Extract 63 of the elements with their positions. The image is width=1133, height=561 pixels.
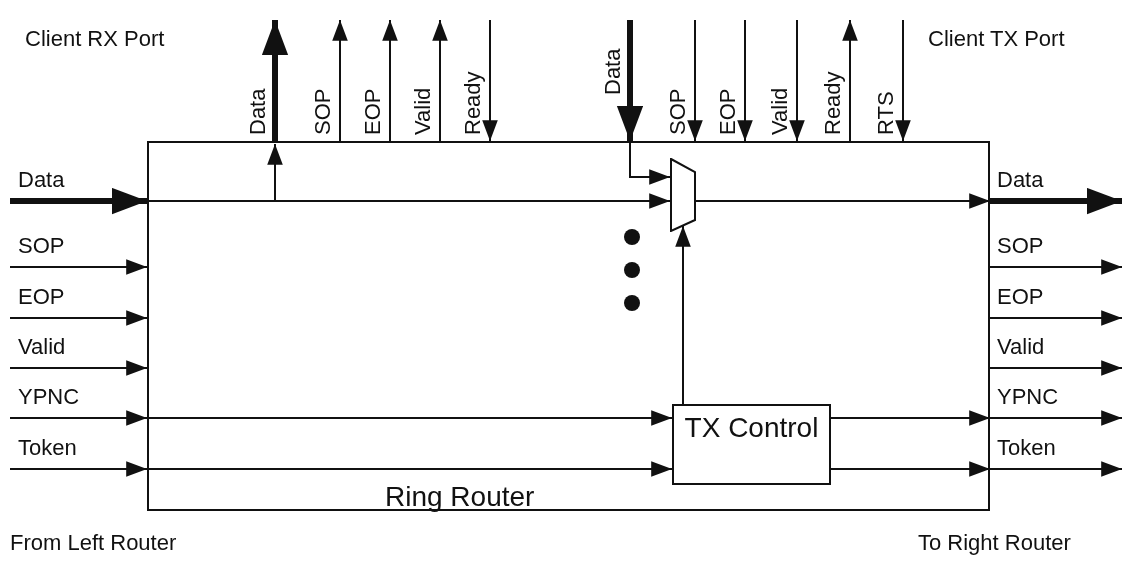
signal-label: EOP <box>362 88 384 135</box>
signal-label: SOP <box>667 88 689 135</box>
arrow <box>146 461 673 477</box>
arrow <box>146 193 671 209</box>
signal-label: SOP <box>18 235 65 257</box>
signal-label: YPNC <box>18 386 80 408</box>
arrow <box>989 310 1123 326</box>
multiplexer-symbol <box>670 158 696 232</box>
signal-label: EOP <box>717 88 739 135</box>
arrow <box>989 461 1123 477</box>
signal-label: Data <box>997 169 1044 191</box>
box-label: TX Control <box>683 411 820 445</box>
arrow <box>789 19 805 142</box>
signal-label: Data <box>602 48 624 95</box>
signal-label: Data <box>247 88 269 135</box>
signal-label: Valid <box>769 87 791 135</box>
arrow <box>9 360 148 376</box>
arrow <box>830 410 991 426</box>
arrow <box>895 19 911 142</box>
signal-label: RTS <box>875 91 897 135</box>
arrow <box>10 187 147 215</box>
arrow <box>9 410 148 426</box>
process-box <box>672 404 831 485</box>
arrow <box>482 19 498 142</box>
arrow <box>989 410 1123 426</box>
arrow <box>989 360 1123 376</box>
signal-label: YPNC <box>997 386 1059 408</box>
arrow <box>432 19 448 142</box>
arrow <box>737 19 753 142</box>
arrow <box>687 19 703 142</box>
arrow <box>830 461 991 477</box>
signal-label: EOP <box>18 286 65 308</box>
signal-label: Valid <box>18 336 66 358</box>
arrow <box>675 225 691 405</box>
arrow <box>261 20 289 141</box>
arrow <box>990 187 1122 215</box>
arrow <box>9 310 148 326</box>
signal-label: Ready <box>822 71 844 135</box>
signal-label: Data <box>18 169 65 191</box>
signal-label: Token <box>18 437 77 459</box>
signal-label: Ready <box>462 71 484 135</box>
signal-label: Valid <box>997 336 1045 358</box>
signal-label: SOP <box>312 88 334 135</box>
signal-label: Valid <box>412 87 434 135</box>
box-title: Ring Router <box>385 483 535 511</box>
arrow <box>629 140 671 185</box>
port-caption: To Right Router <box>918 532 1071 554</box>
arrow <box>146 410 673 426</box>
arrow <box>989 259 1123 275</box>
signal-label: EOP <box>997 286 1044 308</box>
arrow <box>9 259 148 275</box>
signal-label: SOP <box>997 235 1044 257</box>
port-caption: Client RX Port <box>25 28 165 50</box>
arrow <box>616 20 644 141</box>
arrow <box>382 19 398 142</box>
signal-label: Token <box>997 437 1056 459</box>
port-caption: From Left Router <box>10 532 177 554</box>
arrow <box>695 193 991 209</box>
port-caption: Client TX Port <box>928 28 1065 50</box>
arrow <box>332 19 348 142</box>
arrow <box>9 461 148 477</box>
router-box <box>147 141 990 511</box>
arrow <box>842 19 858 142</box>
